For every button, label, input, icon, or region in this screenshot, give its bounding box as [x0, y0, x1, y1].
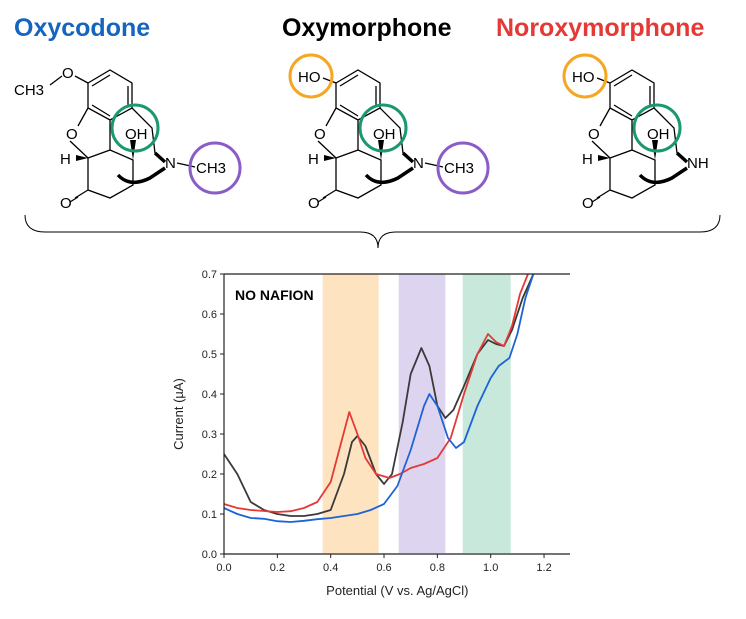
y-tick-label: 0.5	[202, 349, 217, 361]
y-tick-label: 0.0	[202, 549, 217, 561]
atom-ring-o: O	[314, 126, 326, 143]
series-line-oxymorphone	[223, 273, 535, 517]
atom-ho: HO	[572, 69, 595, 86]
x-tick-label: 0.6	[376, 562, 391, 574]
ketone-bond	[591, 196, 601, 203]
highlight-circle-green	[632, 103, 682, 153]
atom-ketone-o: O	[308, 195, 320, 212]
x-axis-label: Potential (V vs. Ag/AgCl)	[326, 583, 468, 598]
y-tick-label: 0.6	[202, 309, 217, 321]
methoxy-bond	[49, 75, 89, 86]
y-tick-label: 0.4	[202, 389, 217, 401]
atom-n-ch3: CH3	[444, 160, 474, 177]
wedge-h-bond	[324, 155, 336, 161]
atom-ring-o: O	[588, 126, 600, 143]
x-tick-label: 0.4	[323, 562, 338, 574]
atom-ketone-o: O	[60, 195, 72, 212]
n-methyl-bond	[176, 162, 196, 168]
skeleton-bonds	[317, 69, 404, 199]
series-line-oxycodone	[223, 273, 535, 523]
atom-n: N	[165, 155, 176, 172]
title-oxymorphone: Oxymorphone	[282, 14, 452, 42]
atom-oh: OH	[647, 126, 670, 143]
atom-oh: OH	[125, 126, 148, 143]
wedge-h-bond	[76, 155, 88, 161]
atom-n: N	[413, 155, 424, 172]
atom-h: H	[308, 151, 319, 168]
ketone-bond	[317, 196, 327, 203]
x-tick-label: 0.0	[216, 562, 231, 574]
atom-h: H	[60, 151, 71, 168]
bridge-bond	[116, 151, 167, 185]
series-line-noroxymorphone	[223, 273, 529, 513]
atom-n-ch3: CH3	[196, 160, 226, 177]
bridge-bond	[638, 151, 689, 185]
highlight-circle-purple	[436, 141, 490, 195]
x-tick-label: 1.0	[483, 562, 498, 574]
wedge-h-bond	[598, 155, 610, 161]
y-tick-label: 0.1	[202, 509, 217, 521]
n-methyl-bond	[424, 162, 444, 168]
atom-o: O	[62, 65, 74, 82]
highlight-circle-orange	[562, 53, 608, 99]
y-tick-label: 0.7	[202, 269, 217, 281]
hydroxy-bond	[596, 77, 611, 84]
chart-annotation: NO NAFION	[235, 287, 314, 303]
atom-oh: OH	[373, 126, 396, 143]
y-tick-label: 0.2	[202, 469, 217, 481]
highlight-band-2	[462, 274, 511, 553]
highlight-circle-purple	[188, 141, 242, 195]
atom-ch3: CH3	[14, 82, 44, 99]
atom-n: NH	[687, 155, 709, 172]
atom-ketone-o: O	[582, 195, 594, 212]
x-tick-label: 0.2	[270, 562, 285, 574]
title-oxycodone: Oxycodone	[14, 14, 151, 42]
y-tick-label: 0.3	[202, 429, 217, 441]
x-tick-label: 1.2	[536, 562, 551, 574]
highlight-circle-green	[110, 103, 160, 153]
skeleton-bonds	[591, 69, 678, 199]
y-axis-label: Current (µA)	[171, 378, 186, 450]
x-tick-label: 0.8	[430, 562, 445, 574]
atom-ring-o: O	[66, 126, 78, 143]
highlight-circle-orange	[288, 53, 334, 99]
atom-ho: HO	[298, 69, 321, 86]
skeleton-bonds	[69, 69, 156, 199]
atom-h: H	[582, 151, 593, 168]
hydroxy-bond	[322, 77, 337, 84]
ketone-bond	[69, 196, 79, 203]
grouping-brace	[24, 214, 721, 249]
bridge-bond	[364, 151, 415, 185]
highlight-circle-green	[358, 103, 408, 153]
title-noroxymorphone: Noroxymorphone	[496, 14, 705, 42]
